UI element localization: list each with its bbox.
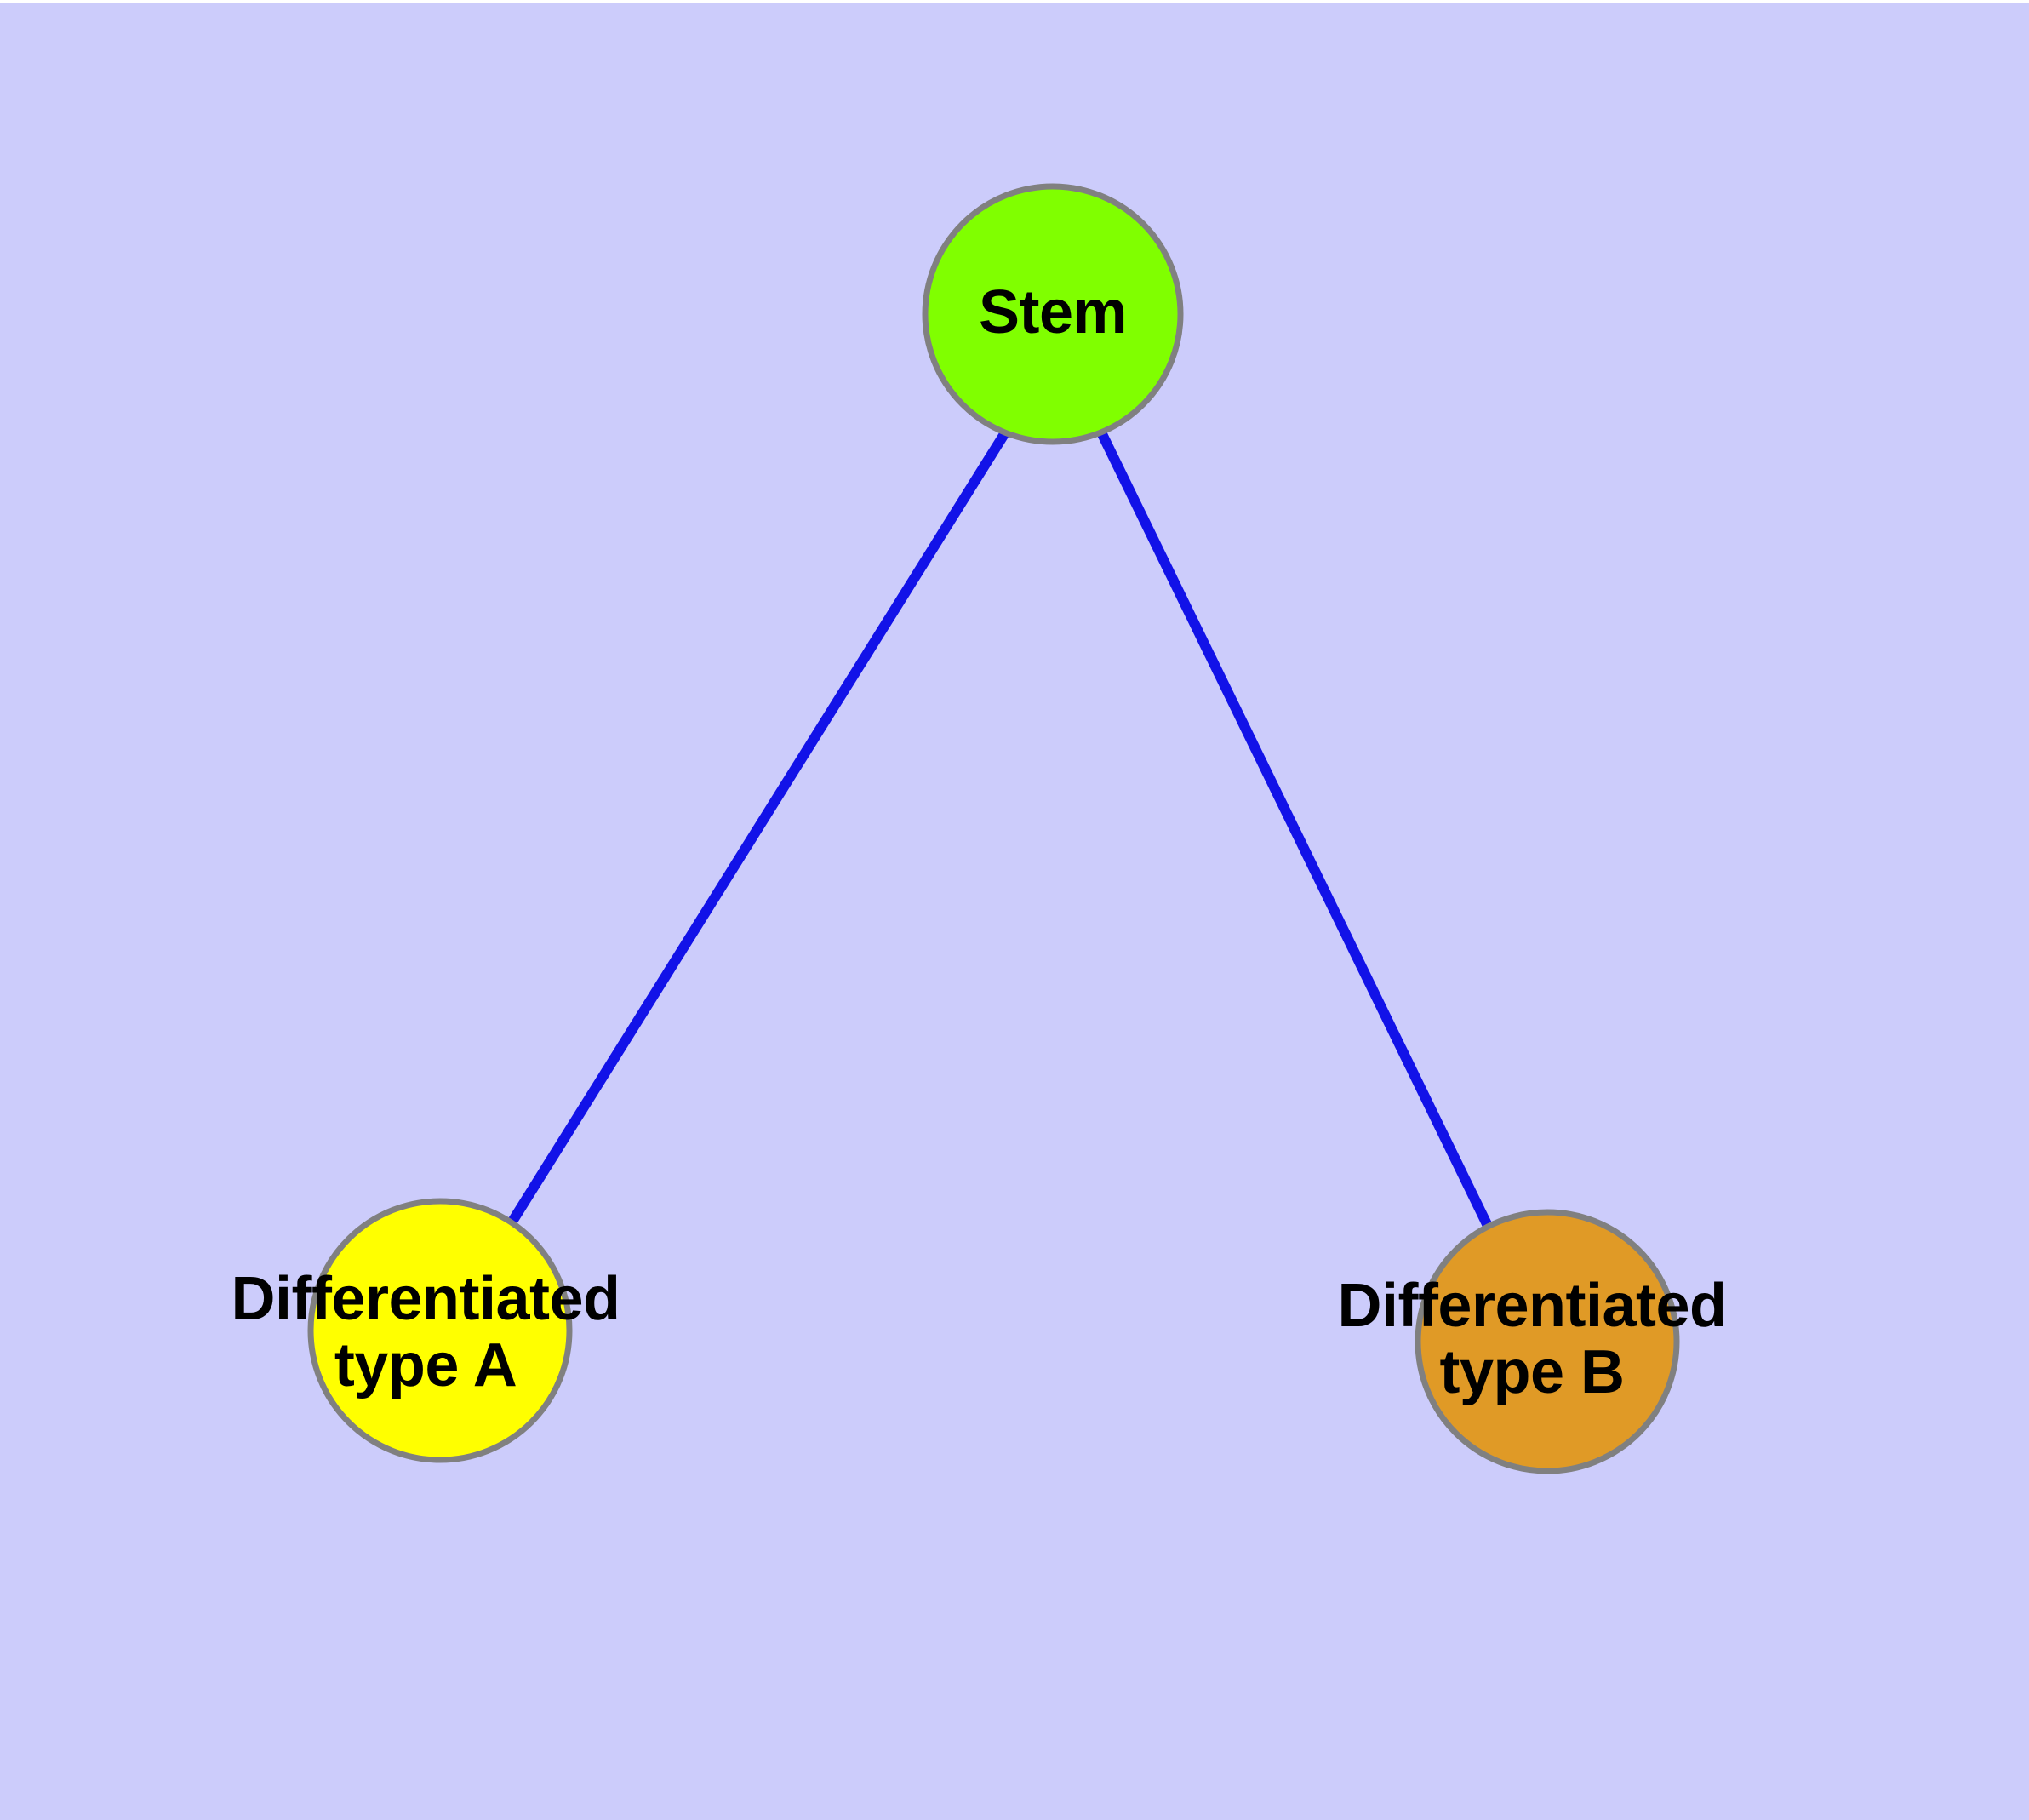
- edge-group: [506, 431, 1493, 1228]
- node-group: [307, 183, 1680, 1474]
- edge-stem-to-differentiated-type-b[interactable]: [1097, 432, 1493, 1228]
- node-differentiated-type-b[interactable]: [1415, 1209, 1680, 1474]
- node-differentiated-type-a[interactable]: [307, 1198, 573, 1463]
- edge-stem-to-differentiated-type-a[interactable]: [506, 431, 1009, 1228]
- node-stem[interactable]: [922, 183, 1184, 445]
